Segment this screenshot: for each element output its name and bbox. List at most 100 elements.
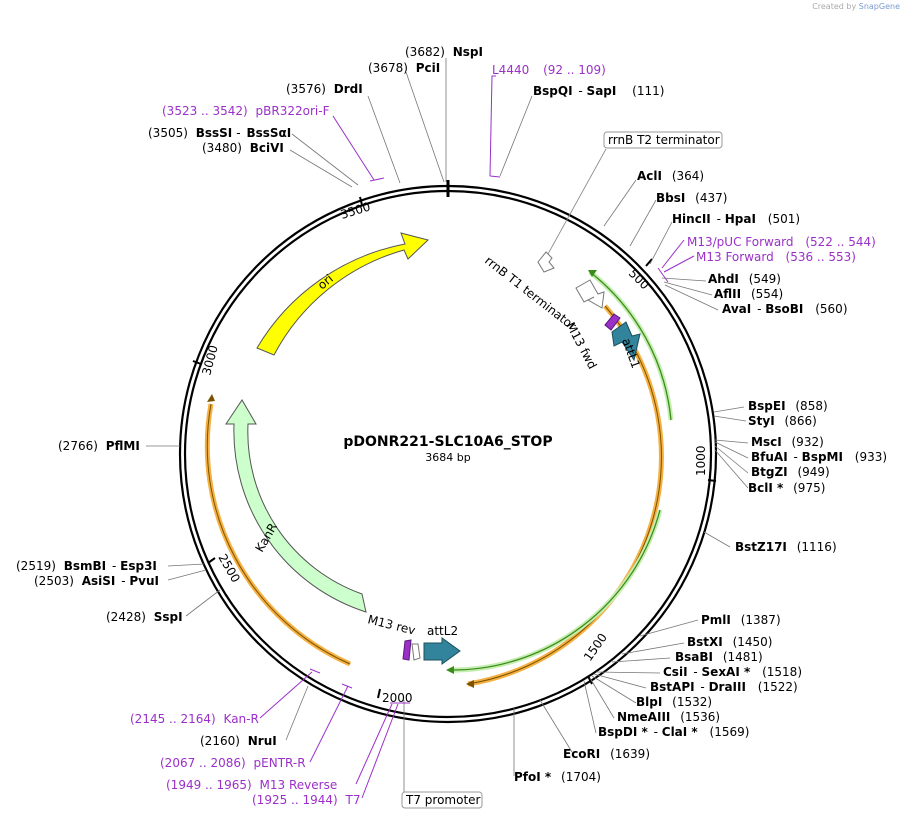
leader-styi (713, 415, 747, 422)
site-pos: (3678) (368, 61, 408, 75)
primer-kan-r[interactable]: (2145 .. 2164) Kan-R (130, 712, 259, 726)
rrnb-t2-terminator-arrow[interactable] (537, 251, 555, 273)
attl2-arrow[interactable] (423, 637, 461, 665)
t7-promoter-arrow[interactable] (411, 643, 421, 661)
orange-band-right-core (467, 305, 662, 685)
dash: - (121, 574, 125, 588)
site-pos: (2766) (58, 439, 98, 453)
site-bstapi[interactable]: BstAPI - DraIII (1522) (650, 680, 798, 694)
site-acli[interactable]: AclI (364) (637, 169, 704, 183)
m13fwd-mark (657, 267, 669, 283)
m13-rev-label: M13 rev (366, 612, 417, 637)
site-name: PciI (416, 61, 441, 75)
site-bsssi[interactable]: (3505) BssSI- BssSαI (148, 126, 291, 140)
primer-range: (92 .. 109) (543, 63, 606, 77)
site-pos: (1704) (561, 770, 601, 784)
site-pos: (2519) (16, 559, 56, 573)
site-pos: (1116) (797, 540, 837, 554)
leader-msci (714, 439, 749, 444)
site-aflii[interactable]: AflII (554) (714, 287, 783, 301)
site-sspi[interactable]: (2428) SspI (106, 610, 183, 624)
site-name2: BsoBI (765, 302, 803, 316)
site-pos: (1639) (610, 747, 650, 761)
leader-bcivi (289, 149, 353, 188)
leader-m13puc (661, 239, 685, 269)
site-pos: (501) (768, 212, 800, 226)
site-name: BtgZI (751, 465, 788, 479)
primer-l4440[interactable]: L4440 (92 .. 109) (492, 63, 606, 77)
site-drdi[interactable]: (3576) DrdI (286, 82, 363, 96)
site-pos: (866) (785, 414, 817, 428)
site-bspei[interactable]: BspEI (858) (748, 399, 828, 413)
site-csii[interactable]: CsiI - SexAI * (1518) (663, 665, 802, 679)
site-name: BlpI (636, 695, 662, 709)
leader-bspdi (583, 680, 597, 734)
site-name2: ClaI * (662, 725, 699, 739)
site-hincii[interactable]: HincII - HpaI (501) (672, 212, 800, 226)
site-name: AclI (637, 169, 662, 183)
dash: - (112, 559, 116, 573)
ori-feature-arrow[interactable] (256, 232, 429, 356)
site-name: BssSI (196, 126, 233, 140)
site-bbsi[interactable]: BbsI (437) (656, 191, 727, 205)
site-ahdi[interactable]: AhdI (549) (708, 272, 781, 286)
site-name: AhdI (708, 272, 739, 286)
primer-range: (1949 .. 1965) (166, 778, 252, 792)
primer-m13puc-forward[interactable]: M13/pUC Forward (522 .. 544) (687, 235, 876, 249)
site-name: BbsI (656, 191, 685, 205)
site-bfuai[interactable]: BfuAI - BspMI (933) (751, 450, 887, 464)
leader-asisi (167, 569, 207, 581)
primer-m13-forward[interactable]: M13 Forward (536 .. 553) (696, 250, 856, 264)
tick-mark-2000 (377, 688, 381, 699)
primer-name: Kan-R (224, 712, 259, 726)
site-name: BstZ17I (735, 540, 787, 554)
site-name: CsiI (663, 665, 688, 679)
primer-name: M13 Reverse (260, 778, 338, 792)
site-nspi[interactable]: (3682) NspI (405, 45, 483, 59)
site-bcli[interactable]: BclI * (975) (748, 481, 825, 495)
site-pcii[interactable]: (3678) PciI (368, 61, 440, 75)
leader-kanr-primer (259, 671, 313, 719)
site-name: BstAPI (650, 680, 695, 694)
l4440-mark (489, 175, 501, 178)
primer-pentr-r[interactable]: (2067 .. 2086) pENTR-R (160, 756, 306, 770)
m13-fwd-primer-mark[interactable] (604, 313, 621, 331)
m13-rev-primer-mark[interactable] (402, 639, 412, 661)
credit-prefix: Created by (812, 2, 857, 11)
kanr-feature-arrow[interactable] (225, 399, 367, 613)
site-bspqi[interactable]: BspQI - SapI (111) (533, 84, 664, 98)
site-bcivi[interactable]: (3480) BciVI (202, 141, 284, 155)
pbr322ori-mark (369, 177, 385, 182)
attl1-arrow[interactable] (611, 321, 641, 362)
leader-ahdi (661, 277, 707, 282)
tick-mark-2500 (207, 557, 216, 564)
site-bstz17i[interactable]: BstZ17I (1116) (735, 540, 837, 554)
tick-label-1500: 1500 (581, 631, 610, 664)
site-pmli[interactable]: PmlI (1387) (701, 613, 781, 627)
site-bsmbi[interactable]: (2519) BsmBI - Esp3I (16, 559, 157, 573)
dash: - (578, 84, 582, 98)
site-styi[interactable]: StyI (866) (748, 414, 817, 428)
site-bsabi[interactable]: BsaBI (1481) (675, 650, 763, 664)
site-name: BciVI (250, 141, 284, 155)
site-blpi[interactable]: BlpI (1532) (636, 695, 712, 709)
primer-pbr322ori-f[interactable]: (3523 .. 3542) pBR322ori-F (162, 104, 330, 118)
site-bspdi[interactable]: BspDI * - ClaI * (1569) (598, 725, 749, 739)
site-msci[interactable]: MscI (932) (751, 435, 824, 449)
site-nmeaiii[interactable]: NmeAIII (1536) (617, 710, 720, 724)
site-asisi[interactable]: (2503) AsiSI - PvuI (34, 574, 159, 588)
site-pos: (932) (792, 435, 824, 449)
site-pflmi[interactable]: (2766) PflMI (58, 439, 140, 453)
site-pfoi[interactable]: PfoI * (1704) (514, 770, 601, 784)
primer-m13-reverse[interactable]: (1949 .. 1965) M13 Reverse (166, 778, 337, 792)
site-avai[interactable]: AvaI - BsoBI (560) (722, 302, 848, 316)
primer-t7[interactable]: (1925 .. 1944) T7 (252, 793, 361, 807)
site-btgzi[interactable]: BtgZI (949) (751, 465, 830, 479)
primer-range: (536 .. 553) (786, 250, 856, 264)
rrnb-t1-terminator-arrow[interactable] (575, 279, 605, 309)
dash: - (700, 680, 704, 694)
site-ecori[interactable]: EcoRI (1639) (563, 747, 650, 761)
site-pos: (3576) (286, 82, 326, 96)
site-nrui[interactable]: (2160) NruI (200, 734, 277, 748)
site-bstxi[interactable]: BstXI (1450) (687, 635, 772, 649)
